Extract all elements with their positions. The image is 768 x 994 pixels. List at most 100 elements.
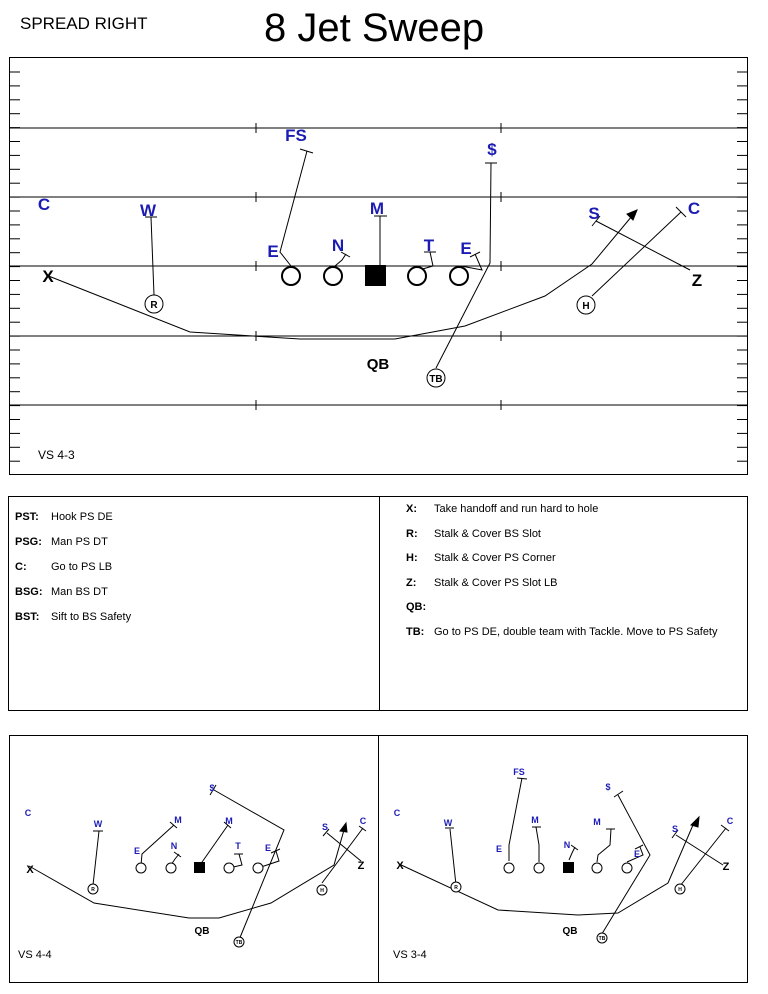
tb-label: TB — [429, 374, 442, 385]
mini44-s-label: S — [322, 822, 328, 832]
mini44-h-label: H — [320, 888, 324, 894]
assignment-row: PST: Hook PS DE — [15, 511, 113, 523]
will-label: W — [140, 201, 157, 220]
psg-route — [334, 253, 347, 267]
assignment-row: X:Take handoff and run hard to hole — [406, 503, 598, 515]
formation-label: SPREAD RIGHT — [20, 14, 148, 33]
assignment-position: BST: — [15, 611, 40, 623]
mini34-s-label: S — [672, 824, 678, 834]
mini44-w-label: W — [94, 819, 103, 829]
nose-label: N — [332, 236, 344, 255]
mini44-c-right-label: C — [360, 816, 367, 826]
assignment-row: R:Stalk & Cover BS Slot — [406, 528, 541, 540]
corner-left-label: C — [38, 195, 50, 214]
assignment-row: H:Stalk & Cover PS Corner — [406, 552, 556, 564]
mini44-qb-label: QB — [195, 926, 210, 937]
pst-block-bar — [299, 148, 314, 154]
assignment-text: Man PS DT — [51, 536, 108, 548]
mini44-e-right-label: E — [265, 843, 271, 853]
assignment-position: TB: — [406, 626, 425, 638]
main-play-diagram: R H TB X Z QB FS $ C W M S C E N T E VS … — [9, 57, 748, 475]
x-jet-sweep-route — [45, 215, 633, 340]
psg-block-bar — [340, 251, 351, 258]
mini34-x-label: X — [396, 860, 404, 872]
r-label: R — [150, 300, 158, 311]
mini34-r-label: R — [454, 885, 458, 891]
assignment-text: Sift to BS Safety — [51, 611, 132, 623]
assignment-text: Go to PS LB — [51, 561, 113, 573]
assignment-text: Man BS DT — [51, 586, 108, 598]
center-lineman — [365, 265, 386, 286]
assignment-text: Take handoff and run hard to hole — [434, 503, 599, 515]
mini-diagram-vs-34: R H TB X Z QB FS $ C W M M S C E N E VS … — [393, 767, 734, 961]
mini34-h-label: H — [678, 887, 682, 893]
ss-label: $ — [487, 140, 497, 159]
r-player — [144, 294, 164, 314]
corner-right-label: C — [688, 199, 700, 218]
bst-block-bar — [469, 251, 481, 258]
alt-fronts-divider — [378, 736, 379, 982]
assignment-position: C: — [15, 561, 27, 573]
mini34-fs-label: FS — [513, 767, 525, 777]
assignment-text: Hook PS DE — [51, 511, 113, 523]
mini34-m2-label: M — [593, 817, 601, 827]
assignment-position: PST: — [15, 511, 39, 523]
mini44-t-label: T — [235, 841, 241, 851]
mini34-qb-label: QB — [563, 926, 578, 937]
assignment-row: QB: — [406, 601, 434, 613]
assignment-text: Stalk & Cover PS Slot LB — [434, 576, 558, 589]
z-label: Z — [692, 271, 702, 290]
assignment-row: BSG: Man BS DT — [15, 586, 108, 598]
assignment-position: H: — [406, 552, 418, 565]
mini34-tb-label: TB — [599, 936, 606, 942]
assignment-position: PSG: — [15, 536, 42, 548]
mini34-e-right-label: E — [634, 849, 640, 859]
mini44-x-label: X — [26, 864, 34, 876]
mini44-caption: VS 4-4 — [18, 949, 52, 961]
mini34-c-left-label: C — [394, 808, 401, 818]
qb-label: QB — [367, 356, 390, 373]
r-stalk-route — [150, 216, 155, 296]
assignment-position: R: — [406, 527, 418, 540]
pst-route — [279, 150, 308, 267]
mini34-c-right-label: C — [727, 816, 734, 826]
fs-label: FS — [285, 126, 307, 145]
assignment-row: PSG: Man PS DT — [15, 536, 108, 548]
assignment-row: BST: Sift to BS Safety — [15, 611, 131, 623]
mini44-tb-label: TB — [236, 940, 243, 946]
h-label: H — [582, 301, 589, 312]
assignment-position: BSG: — [15, 586, 43, 598]
tb-player — [426, 368, 446, 388]
tackle-label: T — [424, 236, 435, 255]
z-block-bar — [591, 215, 601, 227]
end-left-label: E — [267, 242, 278, 261]
bst-route — [460, 253, 483, 271]
mini44-c-left-label: C — [25, 808, 32, 818]
mini44-m2-label: M — [225, 816, 233, 826]
mini34-m1-label: M — [531, 815, 539, 825]
mini-diagram-vs-44: R H TB X Z QB $ C W M M S C E N T E VS 4… — [18, 783, 367, 961]
mini44-n-label: N — [171, 841, 178, 851]
h-block-bar — [675, 206, 687, 218]
mini34-z-label: Z — [723, 861, 730, 873]
h-stalk-route — [591, 211, 682, 297]
mini44-e-left-label: E — [134, 846, 140, 856]
z-stalk-route — [595, 220, 691, 271]
assignments-divider — [379, 497, 380, 710]
h-player — [576, 295, 596, 315]
mini34-w-label: W — [444, 818, 453, 828]
pst-lineman — [281, 266, 301, 286]
assignment-position: Z: — [406, 576, 417, 589]
mini44-z-label: Z — [358, 860, 365, 872]
assignment-row: TB:Go to PS DE, double team with Tackle.… — [406, 626, 718, 638]
assignment-row: C: Go to PS LB — [15, 561, 112, 573]
x-label: X — [42, 267, 54, 286]
end-right-label: E — [460, 239, 471, 258]
mini34-ss-label: $ — [605, 782, 610, 792]
mini34-n-label: N — [564, 840, 571, 850]
tb-route — [435, 162, 492, 369]
bsg-lineman — [407, 266, 427, 286]
bst-lineman — [449, 266, 469, 286]
mini34-caption: VS 3-4 — [393, 949, 427, 961]
mini44-m1-label: M — [174, 815, 182, 825]
